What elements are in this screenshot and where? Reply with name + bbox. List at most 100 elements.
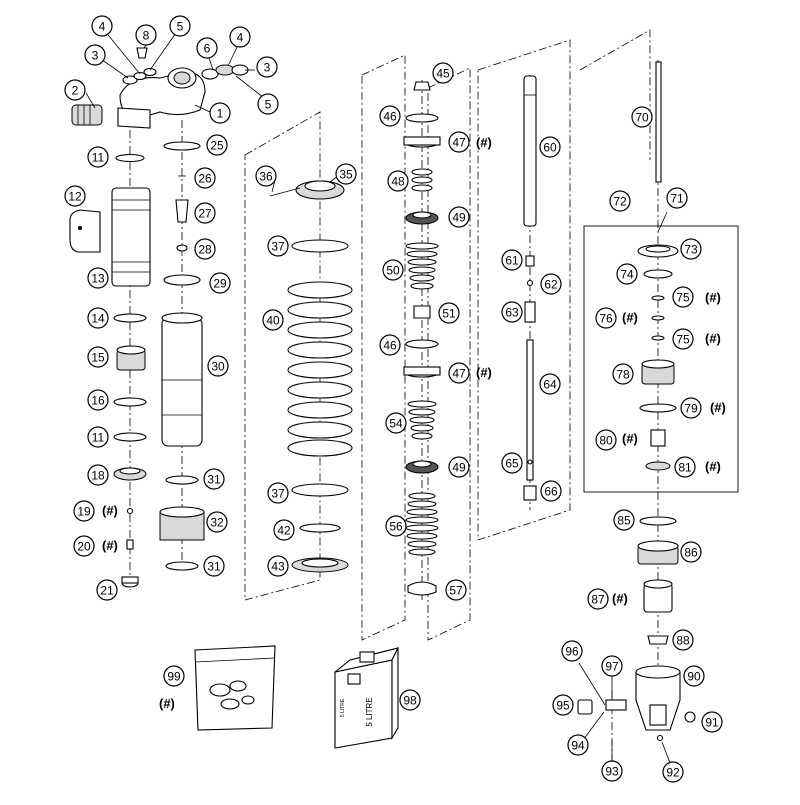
callout-number: 76 [599,312,613,326]
callout-16: 16 [87,389,109,411]
callout-54: 54 [385,412,407,434]
callout-number: 60 [543,141,557,155]
callout-86: 86 [680,541,702,563]
callout-62: 62 [540,273,562,295]
callout-14: 14 [87,307,109,329]
callouts: 1233445568111112131415161819202125262728… [64,15,723,783]
second-column-parts [159,141,205,571]
callout-20: 20 [73,535,95,557]
callout-number: 29 [213,277,227,291]
callout-15: 15 [87,346,109,368]
callout-number: 3 [264,61,271,75]
callout-number: 79 [684,402,698,416]
callout-98: 98 [399,689,421,711]
callout-80: 80 [595,429,617,451]
callout-number: 36 [259,170,273,184]
callout-number: 35 [339,168,353,182]
callout-number: 96 [565,645,579,659]
callout-37a: 37 [267,235,289,257]
callout-number: 74 [620,268,634,282]
callout-3b: 3 [256,56,278,78]
callout-number: 73 [684,243,698,257]
hash-19: (#) [102,503,118,518]
callout-49a: 49 [448,206,470,228]
callout-19: 19 [73,500,95,522]
callout-number: 11 [92,431,105,445]
callout-number: 95 [556,699,570,713]
callout-5b: 5 [257,93,279,115]
callout-number: 78 [616,368,630,382]
oil-can-side-label: 5 LITRE [340,698,346,717]
shim-stack-56 [405,492,439,556]
callout-number: 37 [271,487,285,501]
callout-number: 27 [198,207,212,221]
callout-number: 21 [100,584,114,598]
oil-can: 5 LITRE 5 LITRE [334,647,400,749]
callout-number: 37 [271,240,285,254]
coil-spring-40 [287,281,353,457]
callout-number: 32 [210,516,224,530]
callout-number: 18 [91,469,105,483]
callout-number: 46 [383,339,397,353]
callout-number: 86 [684,546,698,560]
callout-number: 30 [211,360,225,374]
callout-12: 12 [64,185,86,207]
callout-number: 5 [177,20,184,34]
callout-number: 2 [72,84,79,98]
callout-4a: 4 [91,15,113,37]
callout-70: 70 [631,106,653,128]
callout-96: 96 [561,640,583,662]
callout-number: 47 [452,367,466,381]
callout-43: 43 [267,555,289,577]
callout-number: 62 [544,278,558,292]
callout-number: 15 [91,351,105,365]
callout-72: 72 [609,190,631,212]
callout-57: 57 [445,579,467,601]
callout-number: 88 [676,634,690,648]
callout-4b: 4 [229,26,251,48]
callout-number: 45 [436,67,450,81]
callout-number: 61 [505,254,519,268]
callout-number: 6 [204,42,211,56]
shim-stack-54 [407,400,437,440]
callout-93: 93 [601,760,623,782]
callout-18: 18 [87,464,109,486]
callout-79: 79 [680,397,702,419]
callout-number: 1 [217,107,224,121]
callout-88: 88 [672,629,694,651]
callout-75a: 75 [672,286,694,308]
callout-number: 94 [571,739,585,753]
callout-number: 51 [442,307,456,321]
callout-number: 49 [452,461,466,475]
callout-60: 60 [539,136,561,158]
callout-49b: 49 [448,456,470,478]
callout-11b: 11 [87,426,109,448]
callout-number: 4 [237,31,244,45]
callout-85: 85 [613,509,635,531]
spring-column-parts [269,180,353,573]
callout-30: 30 [207,355,229,377]
callout-number: 65 [505,457,519,471]
callout-61: 61 [501,249,523,271]
hash-80: (#) [622,431,638,446]
callout-37b: 37 [267,482,289,504]
hash-75a: (#) [705,290,721,305]
callout-31a: 31 [203,468,225,490]
callout-number: 71 [670,192,684,206]
callout-99: 99 [163,665,185,687]
callout-74: 74 [616,263,638,285]
callout-45: 45 [432,62,454,84]
callout-number: 72 [613,195,627,209]
callout-number: 81 [678,461,692,475]
callout-number: 66 [544,485,558,499]
callout-51: 51 [438,302,460,324]
callout-46b: 46 [379,334,401,356]
callout-92: 92 [662,761,684,783]
callout-40: 40 [262,309,284,331]
callout-87: 87 [587,588,609,610]
callout-number: 3 [92,49,99,63]
callout-76: 76 [595,307,617,329]
callout-35: 35 [335,163,357,185]
shaft-column-parts [523,75,537,501]
